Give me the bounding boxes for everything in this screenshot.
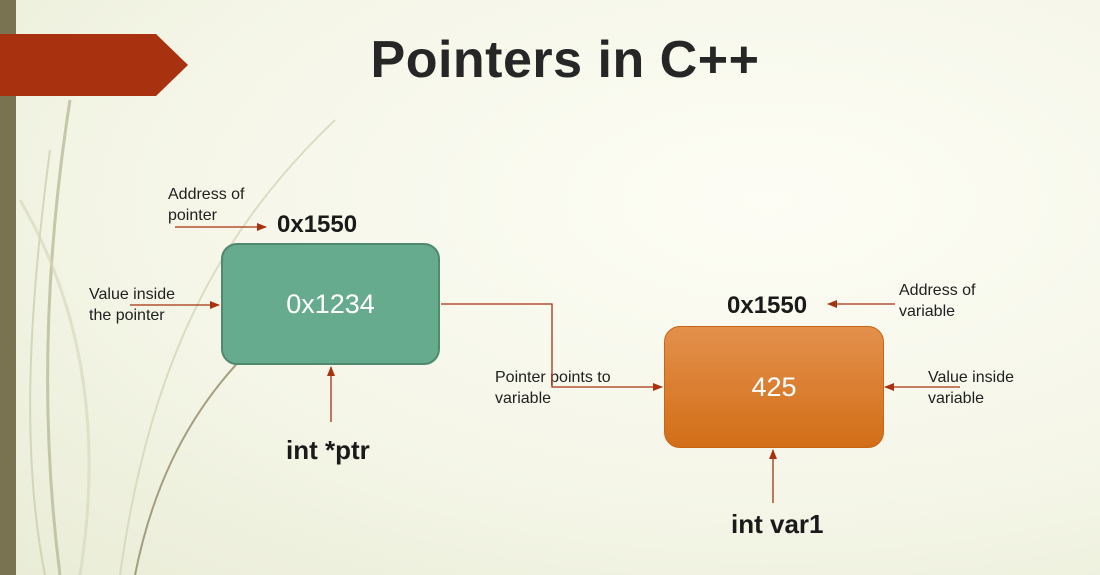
variable-box: 425 [664, 326, 884, 448]
variable-address: 0x1550 [727, 292, 808, 319]
pointer-box: 0x1234 [221, 243, 440, 365]
variable-value-label: Value inside variable [928, 369, 1014, 407]
pointer-address-label: Address of pointer [168, 186, 245, 224]
pointer-address: 0x1550 [277, 211, 358, 238]
left-accent-bar [0, 0, 16, 575]
pointer-to-variable-arrow [441, 303, 663, 391]
variable-value: 425 [751, 371, 797, 402]
pointer-declaration: int *ptr [286, 435, 370, 465]
title-ribbon [0, 34, 188, 96]
pointer-points-label: Pointer points to variable [495, 369, 611, 407]
slide-title: Pointers in C++ [370, 31, 760, 89]
variable-declaration: int var1 [731, 509, 824, 539]
variable-address-label: Address of variable [899, 282, 976, 320]
pointer-value-label: Value inside the pointer [89, 286, 175, 324]
pointer-value: 0x1234 [286, 288, 375, 319]
